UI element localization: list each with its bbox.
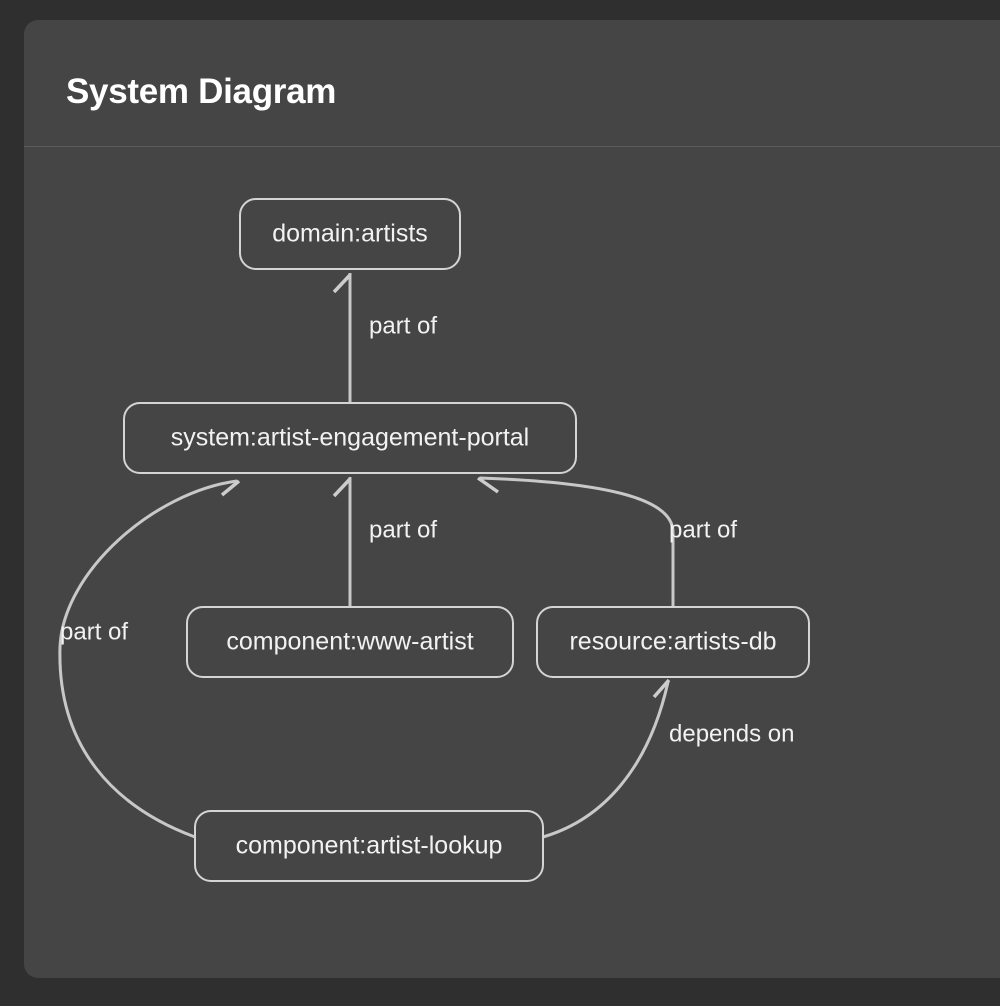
node-shape xyxy=(194,810,544,882)
node-shape xyxy=(536,606,810,678)
page-title: System Diagram xyxy=(66,72,337,111)
edge-www-to-portal xyxy=(332,477,352,607)
edge-lookup-to-portal xyxy=(58,479,241,839)
edge-line xyxy=(58,479,238,839)
diagram-node-component-www[interactable]: component:www-artist xyxy=(186,606,514,678)
edge-label-db-to-portal: part of xyxy=(669,516,737,543)
edge-label-lookup-to-db: depends on xyxy=(669,720,794,747)
header-divider xyxy=(24,146,1000,147)
edge-line xyxy=(479,476,675,607)
diagram-node-resource-artists-db[interactable]: resource:artists-db xyxy=(536,606,810,678)
arrowhead-icon xyxy=(476,476,500,494)
edge-label-portal-to-domain: part of xyxy=(369,312,437,339)
card-header: System Diagram xyxy=(24,20,1000,146)
edge-lookup-to-db xyxy=(542,678,671,839)
arrowhead-icon xyxy=(220,479,241,497)
edge-portal-to-domain xyxy=(332,273,352,403)
edge-line xyxy=(542,681,670,839)
diagram-svg: domain:artists system:artist-engagement-… xyxy=(58,198,810,882)
edge-label-www-to-portal: part of xyxy=(369,516,437,543)
diagram-node-system-portal[interactable]: system:artist-engagement-portal xyxy=(123,402,577,474)
arrowhead-icon xyxy=(652,678,671,699)
node-label: domain:artists xyxy=(272,220,428,248)
node-shape xyxy=(239,198,461,270)
diagram-node-domain-artists[interactable]: domain:artists xyxy=(239,198,461,270)
diagram-node-component-lookup[interactable]: component:artist-lookup xyxy=(194,810,544,882)
node-label: component:www-artist xyxy=(226,628,473,656)
arrowhead-icon xyxy=(332,273,352,294)
node-shape xyxy=(123,402,577,474)
node-label: resource:artists-db xyxy=(569,628,776,656)
node-shape xyxy=(186,606,514,678)
arrowhead-icon xyxy=(332,477,352,498)
node-label: system:artist-engagement-portal xyxy=(171,424,529,452)
diagram-card: System Diagram xyxy=(24,20,1000,978)
node-label: component:artist-lookup xyxy=(236,832,503,860)
edge-db-to-portal xyxy=(476,476,675,607)
edge-label-lookup-to-portal: part of xyxy=(60,618,128,645)
diagram-canvas[interactable]: domain:artists system:artist-engagement-… xyxy=(24,147,1000,978)
